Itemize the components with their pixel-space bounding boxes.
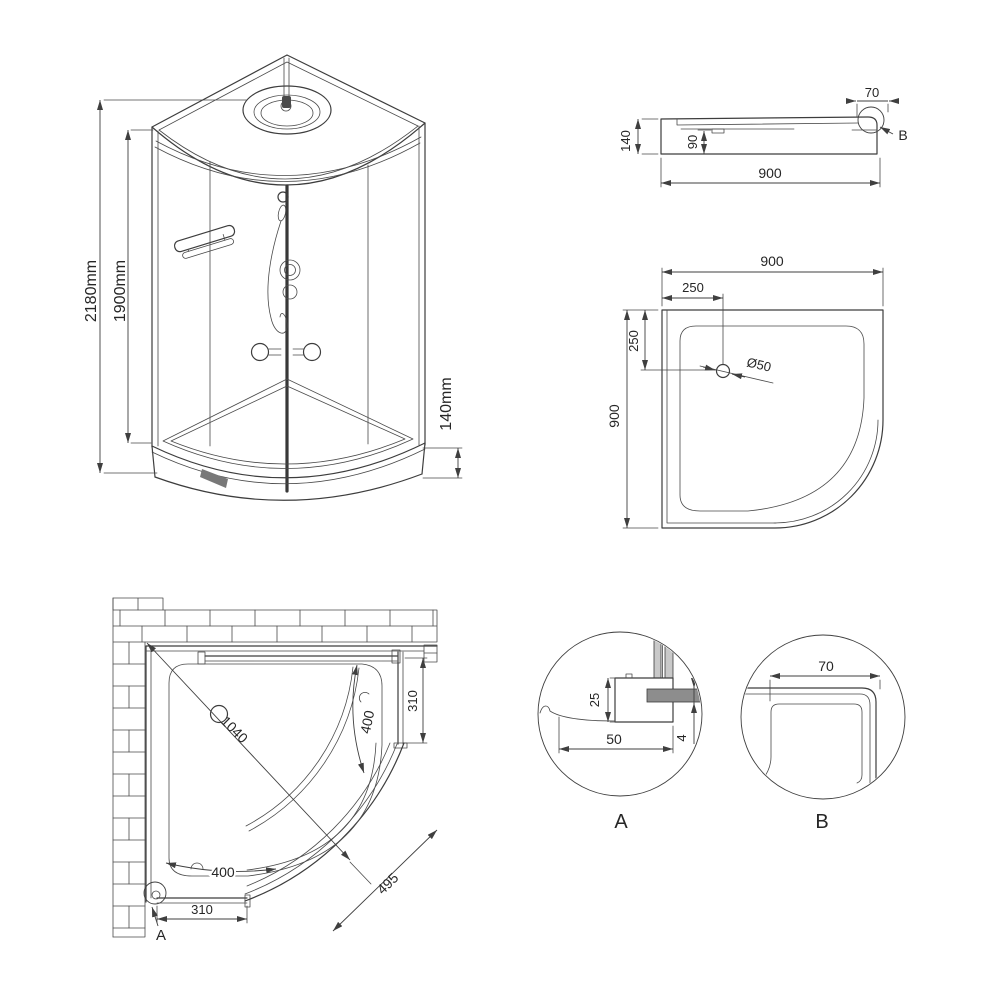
detail-b-circle (740, 634, 906, 800)
shower-hose (267, 220, 288, 334)
wall-profile-bar (653, 639, 662, 679)
dim-bottom-panel-label: 310 (191, 902, 213, 917)
dim-glass-thickness-label: 4 (674, 734, 689, 741)
detail-a-view: 25 50 4 A (537, 631, 703, 833)
tray-side-outline (660, 116, 878, 155)
dim-drain-offset-side-label: 250 (626, 330, 641, 352)
dim-tray-depth-label: 90 (685, 135, 700, 149)
control-knob-right (302, 342, 322, 362)
hand-shower (277, 204, 287, 222)
dim-right-panel-label: 310 (405, 690, 420, 712)
dim-tray-height-label: 140mm (438, 377, 455, 430)
dim-profile-height-label: 25 (587, 693, 602, 707)
rim-corner-inner (756, 703, 863, 787)
corner-shelf (173, 224, 236, 259)
dim-inner-height-label: 1900mm (112, 260, 129, 322)
dim-tray-width-label: 900 (758, 165, 782, 181)
detail-b-ref-label: B (898, 127, 907, 143)
detail-a-title-label: A (614, 811, 628, 833)
tray-plan-outline (661, 309, 884, 529)
dim-front-radius-label: 495 (374, 869, 402, 897)
enclosure-plan-view: 1040 495 400 400 310 310 A (112, 597, 438, 944)
dim-right-door-arc-label: 400 (357, 709, 378, 735)
tray-plan-view: Ø50 900 250 900 250 (606, 253, 884, 529)
detail-a-ref-label: A (156, 927, 166, 944)
roof-dome (242, 85, 332, 135)
dim-overall-height-label: 2180mm (83, 260, 100, 322)
dim-diagonal-label: 1040 (218, 713, 251, 746)
shower-pipe-connector (282, 96, 291, 108)
detail-b-callout-circle (857, 106, 885, 134)
dim-rim-width-label: 70 (865, 85, 879, 100)
dim-bottom-door-arc-label: 400 (211, 864, 235, 880)
detail-b-view: 70 B (740, 634, 906, 833)
cabin-isometric-view: 2180mm 1900mm 140mm (83, 54, 463, 501)
rim-corner-outer (742, 687, 877, 798)
shower-head (277, 191, 289, 203)
detail-a-callout-circle (143, 881, 167, 905)
dim-rim-width-detail-label: 70 (818, 658, 834, 674)
control-knob-left (250, 342, 270, 362)
dim-drain-offset-top-label: 250 (682, 280, 704, 295)
tray-basin-outline (679, 325, 865, 512)
brick-wall-hatch (112, 597, 438, 938)
tray-lip-section (539, 705, 616, 722)
drain-hole (715, 363, 731, 379)
dim-drain-diameter-label: Ø50 (745, 355, 772, 375)
dim-plan-width-label: 900 (760, 253, 784, 269)
detail-b-title-label: B (815, 811, 828, 833)
basin-outline-plan (168, 663, 383, 877)
dim-profile-width-label: 50 (606, 731, 622, 747)
tray-rim (151, 442, 426, 479)
wall-profile-bar (664, 639, 674, 679)
dim-plan-depth-label: 900 (606, 404, 622, 428)
dim-tray-height-side-label: 140 (618, 130, 633, 152)
back-wall-profiles (145, 645, 438, 903)
tray-side-view: 140 90 900 70 B (618, 85, 908, 188)
detail-a-circle (537, 631, 703, 797)
cabin-roof (151, 54, 426, 186)
glass-panel-section (646, 688, 701, 703)
